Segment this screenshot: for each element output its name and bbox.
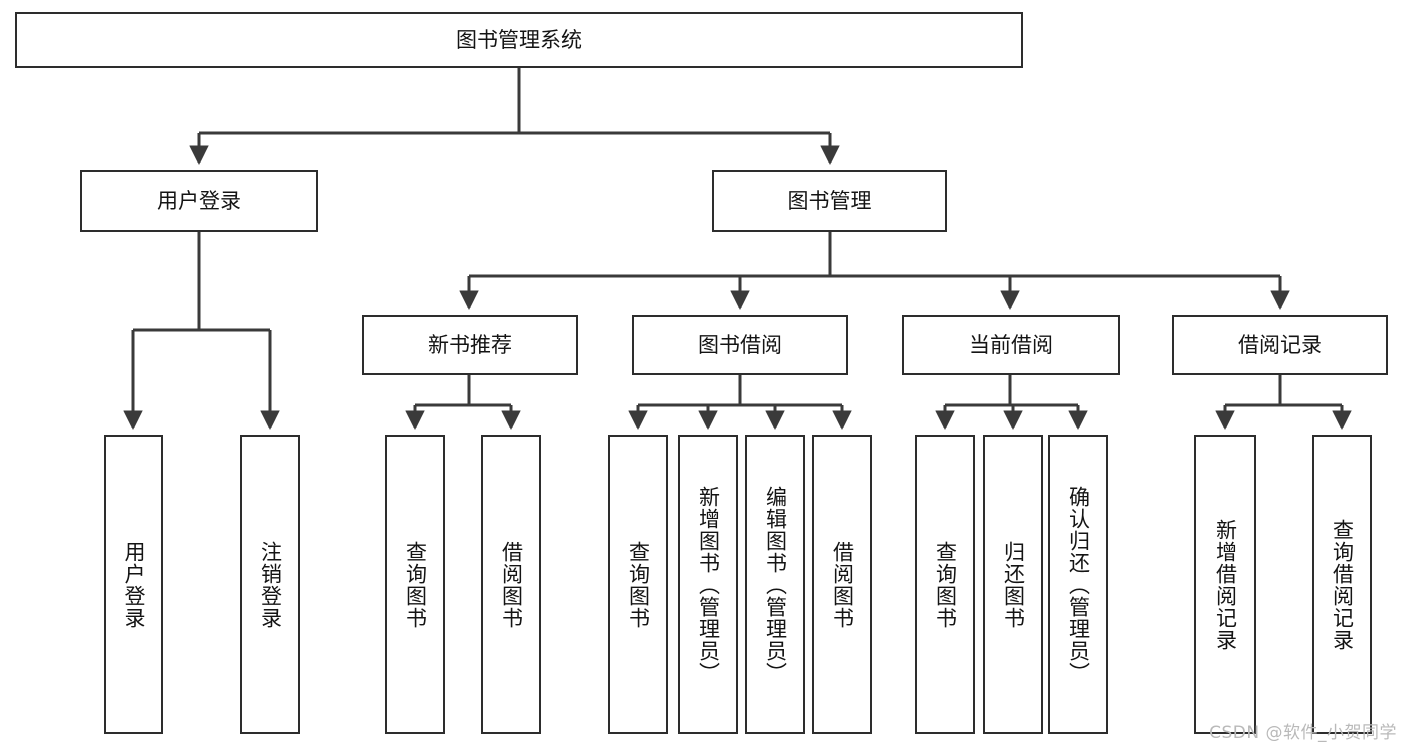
node-leaf-query-book-2-label: 查询图书: [626, 540, 651, 629]
node-book-management-label: 图书管理: [787, 188, 872, 213]
node-root-book-management-system[interactable]: 图书管理系统: [15, 12, 1023, 68]
node-leaf-confirm-return-label: 确认归还（管理员）: [1066, 485, 1091, 684]
node-new-book-recommend-label: 新书推荐: [428, 332, 512, 357]
node-book-borrow-label: 图书借阅: [698, 332, 782, 357]
node-leaf-logout-login-label: 注销登录: [258, 540, 283, 629]
node-leaf-query-book-3[interactable]: 查询图书: [915, 435, 975, 734]
node-leaf-user-login-label: 用户登录: [122, 540, 146, 629]
node-leaf-query-book-1[interactable]: 查询图书: [385, 435, 445, 734]
node-book-borrow[interactable]: 图书借阅: [632, 315, 848, 375]
node-leaf-borrow-book-1[interactable]: 借阅图书: [481, 435, 541, 734]
node-leaf-add-borrow-record-label: 新增借阅记录: [1213, 518, 1238, 651]
node-leaf-borrow-book-1-label: 借阅图书: [499, 540, 524, 629]
node-leaf-edit-book[interactable]: 编辑图书（管理员）: [745, 435, 805, 734]
node-leaf-query-book-1-label: 查询图书: [403, 540, 428, 629]
node-leaf-return-book-label: 归还图书: [1001, 540, 1026, 629]
node-borrow-record-label: 借阅记录: [1238, 332, 1322, 357]
node-current-borrow[interactable]: 当前借阅: [902, 315, 1120, 375]
node-borrow-record[interactable]: 借阅记录: [1172, 315, 1388, 375]
node-new-book-recommend[interactable]: 新书推荐: [362, 315, 578, 375]
node-leaf-add-book[interactable]: 新增图书（管理员）: [678, 435, 738, 734]
node-leaf-borrow-book-2-label: 借阅图书: [830, 540, 855, 629]
node-leaf-edit-book-label: 编辑图书（管理员）: [763, 485, 788, 684]
node-leaf-query-borrow-record-label: 查询借阅记录: [1330, 518, 1355, 651]
node-leaf-query-book-2[interactable]: 查询图书: [608, 435, 668, 734]
node-user-login-label: 用户登录: [157, 188, 241, 213]
node-book-management[interactable]: 图书管理: [712, 170, 947, 232]
node-current-borrow-label: 当前借阅: [969, 332, 1053, 357]
node-user-login[interactable]: 用户登录: [80, 170, 318, 232]
node-leaf-confirm-return[interactable]: 确认归还（管理员）: [1048, 435, 1108, 734]
node-leaf-logout-login[interactable]: 注销登录: [240, 435, 300, 734]
node-leaf-return-book[interactable]: 归还图书: [983, 435, 1043, 734]
node-leaf-user-login[interactable]: 用户登录: [104, 435, 163, 734]
node-leaf-query-borrow-record[interactable]: 查询借阅记录: [1312, 435, 1372, 734]
node-leaf-query-book-3-label: 查询图书: [933, 540, 958, 629]
node-leaf-add-borrow-record[interactable]: 新增借阅记录: [1194, 435, 1256, 734]
node-root-label: 图书管理系统: [456, 27, 582, 52]
node-leaf-add-book-label: 新增图书（管理员）: [696, 485, 721, 684]
node-leaf-borrow-book-2[interactable]: 借阅图书: [812, 435, 872, 734]
